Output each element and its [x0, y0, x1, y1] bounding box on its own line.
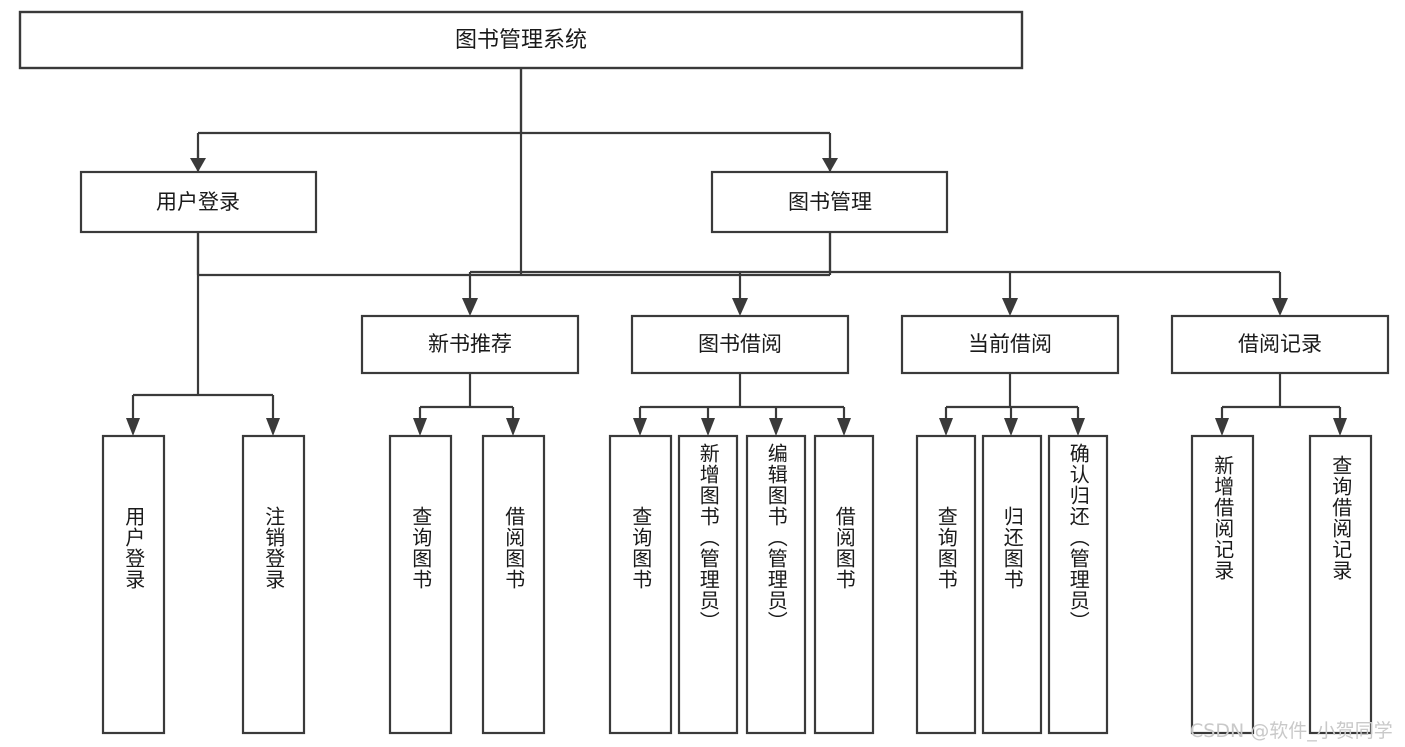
arrow-head-book-manage	[822, 158, 838, 172]
leaf-rect-query-book-1[interactable]	[388, 434, 453, 735]
arrow-head-leaf-query-record	[1333, 418, 1347, 436]
node-book-borrow[interactable]: 图书借阅	[630, 314, 850, 375]
arrow-head-book-borrow	[732, 298, 748, 316]
arrow-head-current-borrow	[1002, 298, 1018, 316]
node-book-management[interactable]: 图书管理	[710, 170, 949, 234]
node-user-login[interactable]: 用户登录	[79, 170, 318, 234]
arrow-head-leaf-query-book-1	[413, 418, 427, 436]
arrow-head-new-book	[462, 298, 478, 316]
node-root-rect	[18, 10, 1024, 70]
arrow-head-leaf-return-book	[1004, 418, 1018, 436]
leaf-rect-edit-book[interactable]	[745, 434, 807, 735]
arrow-head-leaf-query-book-2	[633, 418, 647, 436]
node-book-borrow-rect	[630, 314, 850, 375]
arrow-head-leaf-borrow-book-1	[506, 418, 520, 436]
arrow-head-borrow-record	[1272, 298, 1288, 316]
arrow-head-leaf-logout	[266, 418, 280, 436]
leaf-rect-borrow-book-1[interactable]	[481, 434, 546, 735]
arrow-head-leaf-add-record	[1215, 418, 1229, 436]
node-borrow-record-label: 借阅记录	[1238, 332, 1322, 356]
node-borrow-record[interactable]: 借阅记录	[1170, 314, 1390, 375]
leaf-rect-query-book-2[interactable]	[608, 434, 673, 735]
leaf-rect-add-book[interactable]	[677, 434, 739, 735]
node-book-borrow-label: 图书借阅	[698, 332, 782, 356]
arrow-head-leaf-confirm-return	[1071, 418, 1085, 436]
node-current-borrow[interactable]: 当前借阅	[900, 314, 1120, 375]
connector-layer-main	[126, 68, 1347, 436]
node-book-management-label: 图书管理	[788, 190, 872, 214]
node-root-label: 图书管理系统	[455, 28, 587, 53]
arrow-head-user-login	[190, 158, 206, 172]
leaf-rect-user-login[interactable]	[101, 434, 166, 735]
leaf-rect-query-book-3[interactable]	[915, 434, 977, 735]
node-new-book-recommend-label: 新书推荐	[428, 332, 512, 356]
leaf-rect-borrow-book-2[interactable]	[813, 434, 875, 735]
arrow-head-leaf-query-book-3	[939, 418, 953, 436]
node-root-book-management-system[interactable]: 图书管理系统	[18, 10, 1024, 70]
node-current-borrow-rect	[900, 314, 1120, 375]
node-user-login-label: 用户登录	[156, 190, 240, 214]
leaf-box-layer	[101, 434, 1373, 735]
leaf-rect-return-book[interactable]	[981, 434, 1043, 735]
arrow-head-leaf-user-login	[126, 418, 140, 436]
leaf-rect-confirm-return[interactable]	[1047, 434, 1109, 735]
arrow-head-leaf-add-book	[701, 418, 715, 436]
leaf-rect-query-record[interactable]	[1308, 434, 1373, 735]
node-borrow-record-rect	[1170, 314, 1390, 375]
arrow-head-leaf-borrow-book-2	[837, 418, 851, 436]
node-new-book-recommend[interactable]: 新书推荐	[360, 314, 580, 375]
leaf-rect-logout[interactable]	[241, 434, 306, 735]
node-user-login-rect	[79, 170, 318, 234]
node-book-management-rect	[710, 170, 949, 234]
arrow-head-leaf-edit-book	[769, 418, 783, 436]
node-new-book-recommend-rect	[360, 314, 580, 375]
leaf-rect-add-record[interactable]	[1190, 434, 1255, 735]
node-current-borrow-label: 当前借阅	[968, 332, 1052, 356]
